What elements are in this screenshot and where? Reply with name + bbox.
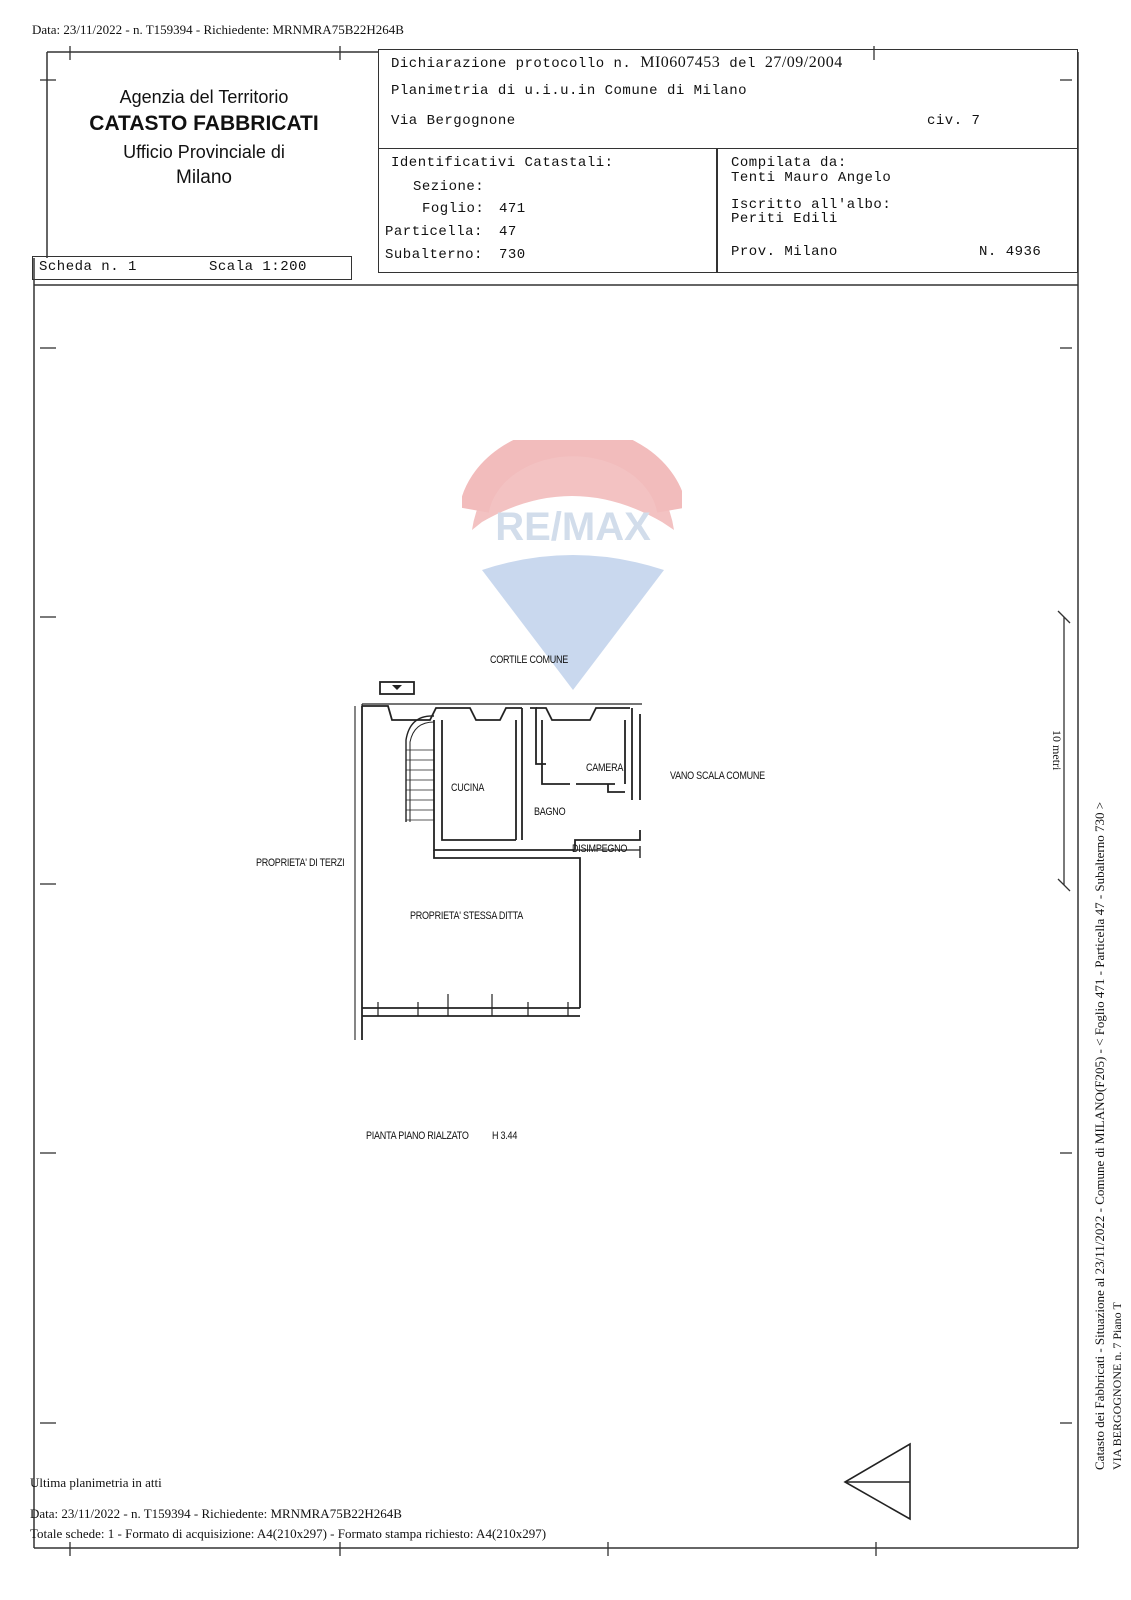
agency-city: Milano [176, 167, 232, 188]
scale-label: Scala 1:200 [209, 259, 307, 275]
protocol-prefix: Dichiarazione protocollo n. [391, 56, 632, 72]
footer-request: Data: 23/11/2022 - n. T159394 - Richiede… [30, 1506, 402, 1521]
label-bagno: BAGNO [534, 806, 566, 818]
label-camera: CAMERA [586, 762, 624, 774]
agency-block: Agenzia del Territorio CATASTO FABBRICAT… [46, 85, 362, 191]
scale-bar-label: 10 metri [1050, 730, 1064, 771]
foglio-label: Foglio: [422, 201, 485, 217]
label-cucina: CUCINA [451, 782, 485, 794]
label-vano-scala: VANO SCALA COMUNE [670, 770, 765, 782]
registered-label: Iscritto all'albo: [731, 197, 892, 213]
label-height: H 3.44 [492, 1130, 518, 1142]
address: Via Bergognone [391, 113, 516, 129]
remax-watermark-balloon: RE/MAX [462, 440, 682, 690]
label-disimpegno: DISIMPEGNO [572, 843, 628, 855]
footer-totals: Totale schede: 1 - Formato di acquisizio… [30, 1526, 547, 1541]
side-situation-text: Catasto dei Fabbricati - Situazione al 2… [1092, 801, 1107, 1470]
foglio-value: 471 [499, 201, 526, 217]
agency-name: Agenzia del Territorio [119, 87, 289, 107]
remax-watermark-text: RE/MAX [495, 505, 651, 549]
particella-value: 47 [499, 224, 517, 240]
footer-ultima: Ultima planimetria in atti [30, 1475, 162, 1490]
sezione-label: Sezione: [413, 179, 485, 195]
protocol-number: MI0607453 [640, 54, 721, 71]
civic-number: civ. 7 [927, 113, 981, 129]
date-prefix: del [729, 56, 756, 72]
protocol-line: Dichiarazione protocollo n. MI0607453 de… [391, 54, 843, 72]
agency-office: Ufficio Provinciale di [123, 142, 285, 162]
label-pianta-piano: PIANTA PIANO RIALZATO [366, 1130, 469, 1142]
province: Prov. Milano [731, 244, 838, 260]
declaration-box: Dichiarazione protocollo n. MI0607453 de… [378, 49, 1078, 149]
agency-catasto: CATASTO FABBRICATI [89, 112, 319, 135]
floor-plan-drawing [354, 681, 642, 1040]
identifiers-box: Identificativi Catastali: Sezione: Fogli… [378, 148, 718, 273]
label-cortile: CORTILE COMUNE [490, 654, 569, 666]
protocol-date: 27/09/2004 [764, 54, 843, 71]
label-proprieta-terzi: PROPRIETA' DI TERZI [256, 857, 345, 869]
particella-label: Particella: [385, 224, 483, 240]
albo-name: Periti Edili [731, 211, 838, 227]
scheda-number: Scheda n. 1 [39, 259, 137, 275]
identifiers-title: Identificativi Catastali: [391, 155, 614, 171]
compiled-by-label: Compilata da: [731, 155, 847, 171]
subalterno-label: Subalterno: [385, 247, 483, 263]
side-address-text: VIA BERGOGNONE n. 7 Piano T [1110, 1302, 1124, 1470]
top-request-header: Data: 23/11/2022 - n. T159394 - Richiede… [32, 22, 404, 37]
compiler-box: Compilata da: Tenti Mauro Angelo Iscritt… [716, 148, 1078, 273]
planimetria-line: Planimetria di u.i.u.in Comune di Milano [391, 83, 748, 99]
label-proprieta-stessa-ditta: PROPRIETA' STESSA DITTA [410, 910, 524, 922]
compiler-name: Tenti Mauro Angelo [731, 170, 892, 186]
scheda-box: Scheda n. 1 Scala 1:200 [32, 256, 352, 280]
subalterno-value: 730 [499, 247, 526, 263]
albo-number: N. 4936 [979, 244, 1042, 260]
